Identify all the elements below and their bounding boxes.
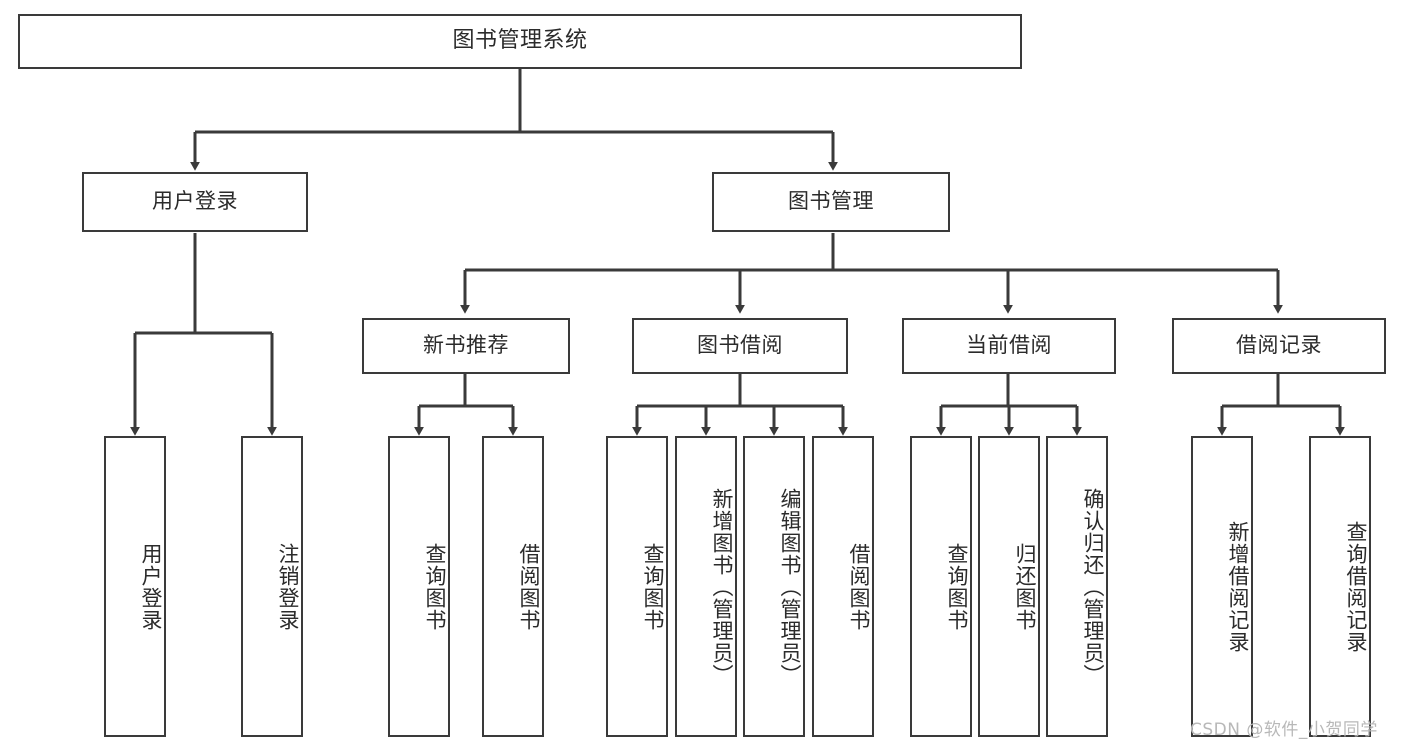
leaf-label: 确认归还（管理员） [1081,487,1105,686]
leaf-label: 查询图书 [641,542,665,631]
leaf-label: 查询图书 [945,542,969,631]
leaf-label: 新增图书（管理员） [710,487,734,686]
leaf-borrow-book-1[interactable]: 新增图书（管理员） [675,436,737,737]
node-current-borrow[interactable]: 当前借阅 [902,318,1116,374]
leaf-label: 借阅图书 [517,542,541,631]
node-book-borrow-label: 图书借阅 [697,333,783,358]
leaf-label: 查询图书 [423,542,447,631]
leaf-borrow-book-2[interactable]: 编辑图书（管理员） [743,436,805,737]
leaf-new-book-0[interactable]: 查询图书 [388,436,450,737]
node-book-management[interactable]: 图书管理 [712,172,950,232]
leaf-borrow-record-0[interactable]: 新增借阅记录 [1191,436,1253,737]
csdn-watermark: CSDN @软件_小贺同学 [1190,720,1378,740]
node-new-book-recommend-label: 新书推荐 [423,333,509,358]
leaf-current-borrow-1[interactable]: 归还图书 [978,436,1040,737]
node-book-management-label: 图书管理 [788,189,874,214]
node-borrow-record[interactable]: 借阅记录 [1172,318,1386,374]
leaf-label: 归还图书 [1013,542,1037,631]
leaf-current-borrow-2[interactable]: 确认归还（管理员） [1046,436,1108,737]
leaf-label: 注销登录 [276,542,300,631]
leaf-label: 查询借阅记录 [1344,520,1368,653]
leaf-label: 借阅图书 [847,542,871,631]
leaf-new-book-1[interactable]: 借阅图书 [482,436,544,737]
node-user-login[interactable]: 用户登录 [82,172,308,232]
node-borrow-record-label: 借阅记录 [1236,333,1322,358]
node-book-borrow[interactable]: 图书借阅 [632,318,848,374]
leaf-borrow-book-3[interactable]: 借阅图书 [812,436,874,737]
leaf-label: 编辑图书（管理员） [778,487,802,686]
node-root-label: 图书管理系统 [452,28,588,54]
node-user-login-label: 用户登录 [152,189,238,214]
leaf-borrow-book-0[interactable]: 查询图书 [606,436,668,737]
leaf-borrow-record-1[interactable]: 查询借阅记录 [1309,436,1371,737]
leaf-label: 用户登录 [139,542,163,631]
node-root[interactable]: 图书管理系统 [18,14,1022,69]
leaf-current-borrow-0[interactable]: 查询图书 [910,436,972,737]
node-current-borrow-label: 当前借阅 [966,333,1052,358]
leaf-user-login-0[interactable]: 用户登录 [104,436,166,737]
leaf-user-login-1[interactable]: 注销登录 [241,436,303,737]
leaf-label: 新增借阅记录 [1226,520,1250,653]
node-new-book-recommend[interactable]: 新书推荐 [362,318,570,374]
